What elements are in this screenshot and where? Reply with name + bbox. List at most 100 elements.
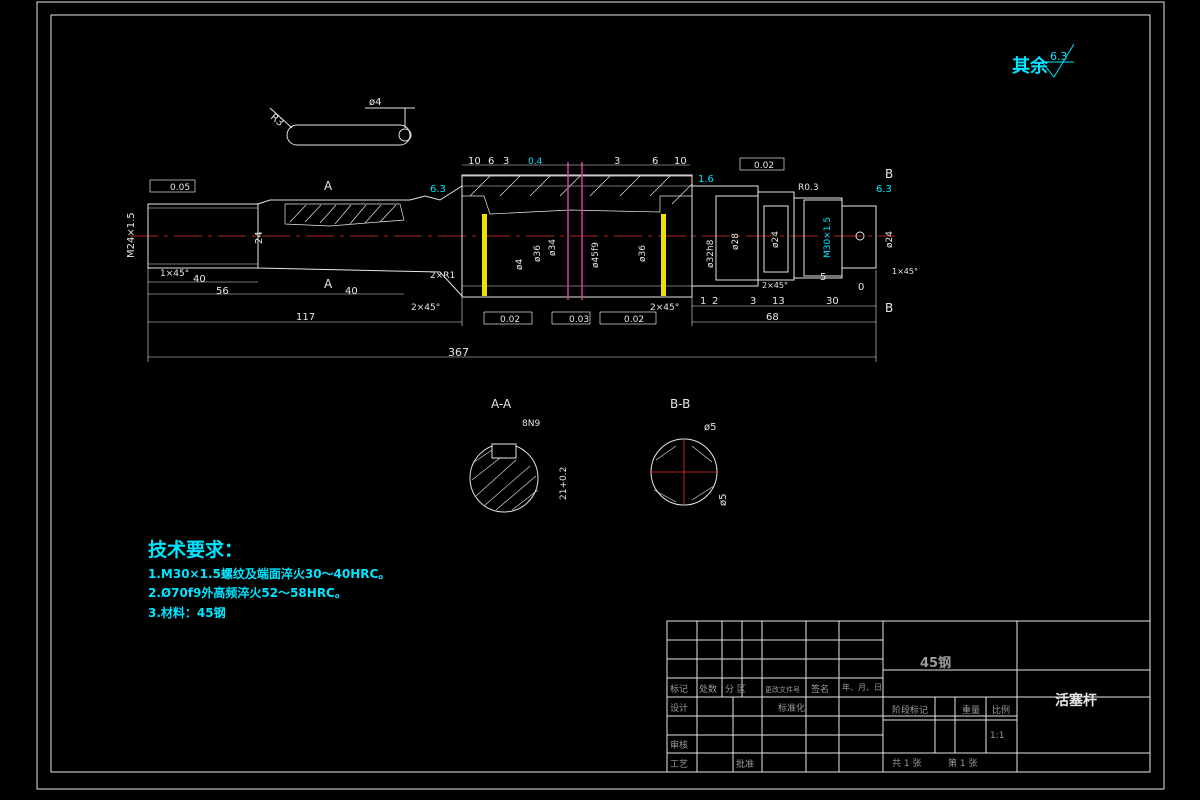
dim-top-2: 6: [488, 156, 494, 167]
dim-30: 30: [826, 296, 839, 307]
general-roughness-value: 6.3: [1050, 50, 1068, 63]
r-bottom: R0.3: [798, 183, 819, 193]
section-b-top: B: [885, 167, 893, 181]
dim-top-6: 10: [674, 156, 687, 167]
bottom-dimension-labels: 40 40 56 117 367 68 2 13 30 3 5 1 0: [193, 272, 864, 359]
role-process: 工艺: [670, 759, 688, 770]
scale-label: 比例: [992, 704, 1010, 716]
dim-56: 56: [216, 286, 229, 297]
roughness-mid: 1.6: [698, 174, 714, 185]
stage-label: 阶段标记: [892, 704, 928, 716]
dim-0: 0: [858, 282, 864, 293]
roughness-right: 6.3: [876, 184, 892, 195]
dim-24: 24: [254, 231, 265, 244]
dim-13: 13: [772, 296, 785, 307]
dim-top-1: 10: [468, 156, 481, 167]
section-markers: A A B B: [324, 167, 893, 315]
title-block: [666, 620, 1151, 773]
chamfer-labels: 2×R1 2×45° 2×45° 2×45° 1×45° 1×45° R0.3: [160, 183, 918, 313]
dim-68: 68: [766, 312, 779, 323]
detail-slot: R3 ø4: [268, 97, 415, 146]
dim-top-3: 3: [503, 156, 509, 167]
part-name: 活塞杆: [1055, 692, 1097, 709]
role-approve: 批准: [736, 758, 754, 770]
tol-2: 0.02: [500, 315, 520, 325]
dim-d24b: ø24: [885, 231, 895, 248]
dim-5: 5: [820, 272, 826, 283]
section-a-depth: 21+0.2: [559, 467, 569, 500]
section-b-hole-side: ø5: [718, 494, 729, 506]
tol-4: 0.02: [624, 315, 644, 325]
top-dimensions: 10 6 3 3 6 10 0.4 6.3 1.6 6.3: [430, 156, 892, 195]
header-4: 更改文件号: [765, 685, 800, 694]
tolerance-frames: 0.05 0.02 0.03 0.02 0.02: [149, 157, 785, 325]
shaft: [147, 174, 877, 298]
dim-d28: ø28: [731, 233, 741, 250]
section-b-bottom: B: [885, 301, 893, 315]
tol-1: 0.05: [170, 183, 190, 193]
weight-label: 重量: [962, 704, 980, 716]
scale-value: 1:1: [990, 731, 1004, 741]
role-design: 设计: [670, 702, 688, 714]
technical-notes: 技术要求： 1.M30×1.5螺纹及端面淬火30～40HRC。 2.Ø70f9外…: [148, 538, 390, 620]
bottom-dimensions: [147, 268, 877, 362]
inner-frame: [50, 14, 1151, 773]
dim-2: 2: [712, 296, 718, 307]
dim-d36b: ø36: [638, 245, 648, 262]
header-6: 年、月、日: [842, 682, 882, 692]
dim-m24: M24×1.5: [126, 212, 137, 258]
note-1: 1.M30×1.5螺纹及端面淬火30～40HRC。: [148, 566, 390, 581]
dim-3: 3: [750, 296, 756, 307]
header-5: 签名: [811, 683, 829, 695]
seal-right: [661, 214, 666, 296]
seal-left: [482, 214, 487, 296]
header-2: 处数: [699, 683, 717, 695]
detail-radius: R3: [268, 112, 285, 129]
dim-d24: ø24: [771, 231, 781, 248]
chamfer-6: 1×45°: [892, 267, 918, 276]
section-a-keyway: 8N9: [522, 419, 540, 429]
dim-m30: M30×1.5: [823, 217, 833, 258]
section-a-title: A-A: [491, 397, 512, 411]
section-b-title: B-B: [670, 397, 690, 411]
role-review: 审核: [670, 739, 688, 751]
dim-117: 117: [296, 312, 315, 323]
chamfer-4: 2×45°: [762, 281, 788, 290]
chamfer-5: 1×45°: [160, 269, 189, 279]
dim-40a: 40: [193, 274, 206, 285]
detail-diameter: ø4: [369, 97, 381, 108]
dim-top-5: 6: [652, 156, 658, 167]
dim-d34: ø34: [548, 239, 558, 256]
dim-40b: 40: [345, 286, 358, 297]
chamfer-2: 2×45°: [411, 303, 440, 313]
section-a-a: A-A 8N9 21+0.2: [469, 397, 569, 513]
title-block-text: 45钢 活塞杆 标记 处数 分 区 更改文件号 签名 年、月、日 设计 标准化 …: [670, 655, 1097, 770]
roughness-icon: [1041, 43, 1075, 78]
note-2: 2.Ø70f9外高频淬火52～58HRC。: [148, 585, 347, 600]
section-a-top: A: [324, 179, 333, 193]
chamfer-1: 2×R1: [430, 271, 455, 281]
header-3: 分 区: [725, 684, 746, 695]
notes-title: 技术要求：: [148, 538, 243, 561]
section-b-b: B-B ø5 ø5: [650, 397, 729, 506]
sheet-number: 第 1 张: [948, 757, 977, 769]
section-b-hole-top: ø5: [704, 422, 716, 433]
diameter-labels: M24×1.5 24 ø4 ø36 ø34 ø45f9 ø36 ø32h8 ø2…: [126, 212, 895, 270]
section-a-bottom: A: [324, 277, 333, 291]
dim-d45f9: ø45f9: [591, 242, 601, 268]
roughness-04: 0.4: [528, 157, 543, 167]
general-roughness: 其余 6.3: [1012, 43, 1075, 78]
role-standard: 标准化: [778, 702, 805, 714]
tol-5: 0.02: [754, 161, 774, 171]
general-roughness-label: 其余: [1012, 55, 1049, 77]
dim-d36: ø36: [533, 245, 543, 262]
outer-border: [36, 1, 1165, 790]
dim-1: 1: [700, 296, 706, 307]
material: 45钢: [920, 655, 951, 671]
sheet-total: 共 1 张: [892, 758, 921, 769]
hatching: [284, 175, 693, 227]
dim-d4: ø4: [515, 258, 525, 270]
dim-top-4: 3: [614, 156, 620, 167]
chamfer-3: 2×45°: [650, 303, 679, 313]
